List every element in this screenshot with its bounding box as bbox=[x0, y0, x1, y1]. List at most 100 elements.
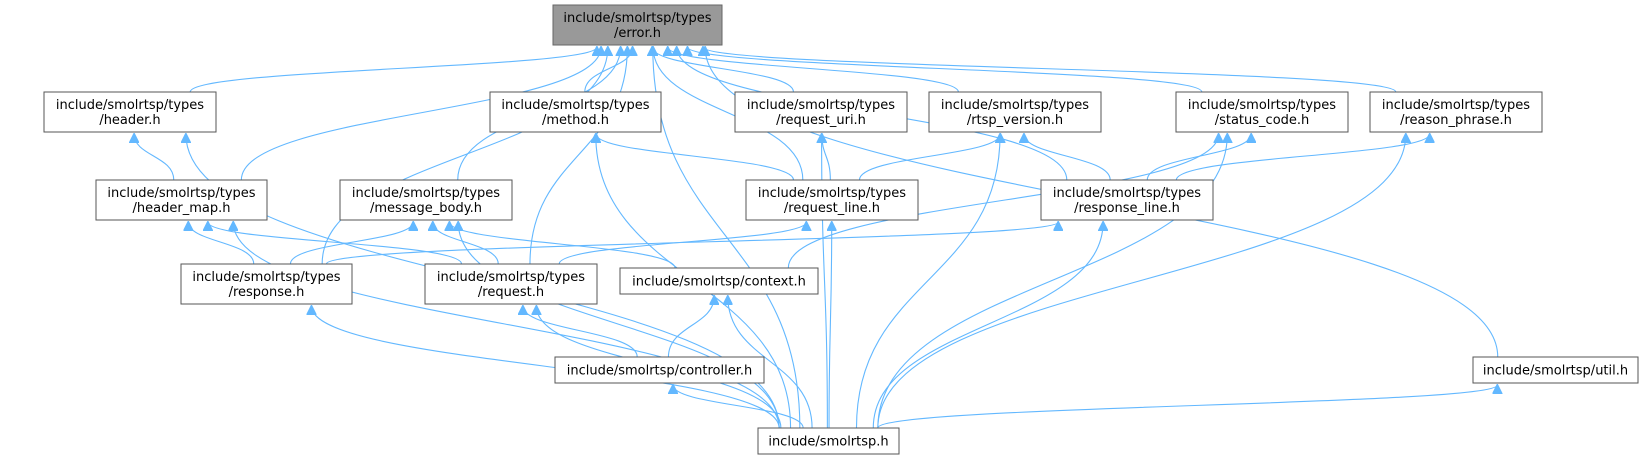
node-label: include/smolrtsp/types bbox=[56, 98, 204, 113]
node-label: include/smolrtsp/types bbox=[758, 186, 906, 201]
node-request-uri[interactable]: include/smolrtsp/types/request_uri.h bbox=[734, 91, 908, 133]
node-context[interactable]: include/smolrtsp/context.h bbox=[619, 267, 819, 295]
node-label: /rtsp_version.h bbox=[967, 113, 1063, 128]
edge-smolrtsp-to-message-body bbox=[458, 222, 780, 429]
edge-request-to-error bbox=[529, 47, 627, 265]
edge-request-to-header-map bbox=[208, 222, 463, 265]
node-label: /response.h bbox=[229, 285, 305, 300]
node-label: include/smolrtsp.h bbox=[768, 435, 888, 450]
edge-response-line-to-status-code bbox=[1146, 134, 1251, 181]
node-label: include/smolrtsp/types bbox=[941, 98, 1089, 113]
node-box bbox=[1472, 356, 1639, 384]
node-box bbox=[43, 91, 217, 133]
edge-response-line-to-reason-phrase bbox=[1175, 134, 1429, 181]
node-label: /status_code.h bbox=[1215, 113, 1310, 128]
edge-smolrtsp-to-request-line bbox=[829, 222, 832, 429]
edge-response-to-header-map bbox=[188, 222, 255, 265]
edge-smolrtsp-to-context bbox=[728, 296, 813, 429]
node-label: include/smolrtsp/types bbox=[107, 186, 255, 201]
edge-response-line-to-rtsp-version bbox=[1024, 134, 1111, 181]
edge-header-map-to-error bbox=[240, 47, 601, 181]
node-label: include/smolrtsp/util.h bbox=[1483, 364, 1628, 379]
node-label: include/smolrtsp/types bbox=[747, 98, 895, 113]
node-label: /header.h bbox=[99, 113, 160, 128]
nodes-layer: include/smolrtsp/types/error.hinclude/sm… bbox=[43, 4, 1639, 455]
node-label: include/smolrtsp/context.h bbox=[632, 275, 806, 290]
node-label: /error.h bbox=[614, 26, 661, 41]
edge-smolrtsp-to-request-uri bbox=[822, 134, 828, 429]
edge-smolrtsp-to-controller bbox=[673, 385, 804, 429]
node-rtsp-version[interactable]: include/smolrtsp/types/rtsp_version.h bbox=[928, 91, 1102, 133]
edge-smolrtsp-to-response bbox=[311, 306, 780, 429]
edge-smolrtsp-to-header-map bbox=[233, 222, 780, 429]
node-response[interactable]: include/smolrtsp/types/response.h bbox=[180, 263, 353, 305]
node-label: include/smolrtsp/types bbox=[501, 98, 649, 113]
edge-request-to-message-body bbox=[433, 222, 499, 265]
edge-header-map-to-header bbox=[134, 134, 175, 181]
node-method[interactable]: include/smolrtsp/types/method.h bbox=[489, 91, 662, 133]
edge-request-line-to-error bbox=[653, 47, 804, 181]
node-label: /header_map.h bbox=[133, 201, 231, 216]
node-request[interactable]: include/smolrtsp/types/request.h bbox=[424, 263, 598, 305]
node-label: /response_line.h bbox=[1074, 201, 1180, 216]
node-label: include/smolrtsp/types bbox=[1382, 98, 1530, 113]
edge-response-to-message-body bbox=[289, 222, 413, 265]
node-label: /request.h bbox=[478, 285, 544, 300]
node-label: include/smolrtsp/types bbox=[1053, 186, 1201, 201]
edge-header-to-error bbox=[189, 47, 597, 93]
edge-smolrtsp-to-response-line bbox=[872, 222, 1103, 429]
edge-request-line-to-method bbox=[596, 134, 795, 181]
node-label: /method.h bbox=[542, 113, 609, 128]
node-box bbox=[1369, 91, 1543, 133]
edge-smolrtsp-to-status-code bbox=[877, 134, 1227, 429]
edge-controller-to-request bbox=[523, 306, 638, 358]
node-smolrtsp[interactable]: include/smolrtsp.h bbox=[757, 427, 900, 455]
node-label: include/smolrtsp/types bbox=[352, 186, 500, 201]
node-label: include/smolrtsp/types bbox=[437, 270, 585, 285]
node-label: /message_body.h bbox=[370, 201, 482, 216]
node-box bbox=[757, 427, 900, 455]
node-box bbox=[180, 263, 353, 305]
node-label: include/smolrtsp/types bbox=[1188, 98, 1336, 113]
node-box bbox=[745, 179, 919, 221]
node-box bbox=[619, 267, 819, 295]
node-label: /reason_phrase.h bbox=[1400, 113, 1512, 128]
node-label: /request_line.h bbox=[784, 201, 880, 216]
edge-context-to-status-code bbox=[787, 134, 1218, 269]
node-header[interactable]: include/smolrtsp/types/header.h bbox=[43, 91, 217, 133]
node-box bbox=[1040, 179, 1214, 221]
edge-smolrtsp-to-rtsp-version bbox=[855, 134, 1000, 429]
node-box bbox=[95, 179, 268, 221]
edge-request-line-to-request-uri bbox=[822, 134, 831, 181]
node-message-body[interactable]: include/smolrtsp/types/message_body.h bbox=[339, 179, 513, 221]
node-box bbox=[1175, 91, 1349, 133]
node-box bbox=[489, 91, 662, 133]
node-header-map[interactable]: include/smolrtsp/types/header_map.h bbox=[95, 179, 268, 221]
node-box bbox=[552, 4, 723, 46]
edge-response-to-error bbox=[321, 47, 608, 265]
edge-response-to-response-line bbox=[325, 222, 1058, 265]
node-response-line[interactable]: include/smolrtsp/types/response_line.h bbox=[1040, 179, 1214, 221]
node-reason-phrase[interactable]: include/smolrtsp/types/reason_phrase.h bbox=[1369, 91, 1543, 133]
edge-smolrtsp-to-util bbox=[877, 385, 1497, 429]
node-request-line[interactable]: include/smolrtsp/types/request_line.h bbox=[745, 179, 919, 221]
node-label: include/smolrtsp/types bbox=[563, 11, 711, 26]
edge-reason-phrase-to-error bbox=[703, 47, 1397, 93]
node-label: include/smolrtsp/controller.h bbox=[567, 364, 753, 379]
node-box bbox=[424, 263, 598, 305]
node-label: /request_uri.h bbox=[776, 113, 866, 128]
node-box bbox=[554, 356, 765, 384]
node-box bbox=[339, 179, 513, 221]
node-util[interactable]: include/smolrtsp/util.h bbox=[1472, 356, 1639, 384]
edge-request-line-to-rtsp-version bbox=[858, 134, 1000, 181]
node-status-code[interactable]: include/smolrtsp/types/status_code.h bbox=[1175, 91, 1349, 133]
edge-request-uri-to-error bbox=[652, 47, 795, 93]
node-error[interactable]: include/smolrtsp/types/error.h bbox=[552, 4, 723, 46]
edge-smolrtsp-to-reason-phrase bbox=[877, 134, 1406, 429]
edge-controller-to-context bbox=[667, 296, 714, 358]
edge-rtsp-version-to-error bbox=[668, 47, 959, 93]
node-box bbox=[734, 91, 908, 133]
node-controller[interactable]: include/smolrtsp/controller.h bbox=[554, 356, 765, 384]
edge-status-code-to-error bbox=[687, 47, 1203, 93]
